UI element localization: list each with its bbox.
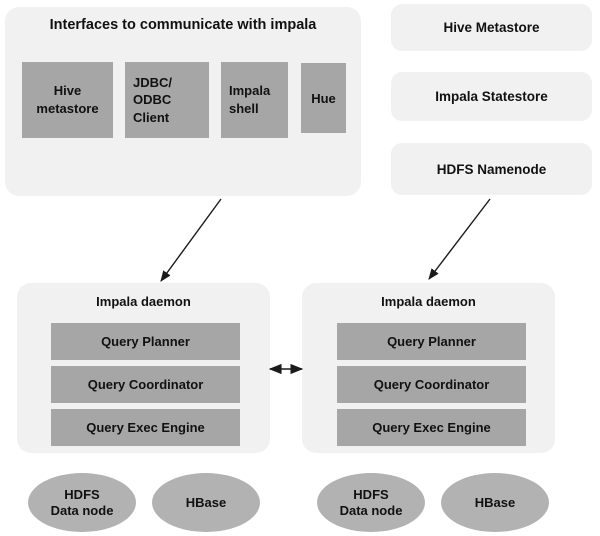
service-hdfs-namenode-label: HDFS Namenode <box>436 161 547 177</box>
interface-box-hue[interactable]: Hue <box>301 63 346 133</box>
storage-hbase-right[interactable]: HBase <box>441 473 549 532</box>
storage-hdfs-data-node-right-line2: Data node <box>339 502 403 518</box>
service-impala-statestore-label: Impala Statestore <box>435 89 548 104</box>
arrow-interfaces-to-left-daemon <box>160 198 222 282</box>
interface-box-impala-shell[interactable]: Impala shell <box>221 62 288 138</box>
daemon-left-query-planner[interactable]: Query Planner <box>51 323 240 360</box>
service-hdfs-namenode[interactable]: HDFS Namenode <box>391 143 592 195</box>
daemon-right-query-coordinator[interactable]: Query Coordinator <box>337 366 526 403</box>
service-hive-metastore-label: Hive Metastore <box>443 20 540 35</box>
storage-hbase-right-label: HBase <box>474 494 516 510</box>
interface-box-hue-label: Hue <box>311 90 336 106</box>
daemon-left-query-coordinator-label: Query Coordinator <box>87 377 204 392</box>
daemon-left-query-exec-engine[interactable]: Query Exec Engine <box>51 409 240 446</box>
daemon-right-query-exec-engine-label: Query Exec Engine <box>372 420 491 435</box>
interface-box-hive-metastore[interactable]: Hive metastore <box>22 62 113 138</box>
daemon-right-query-planner-label: Query Planner <box>387 334 476 349</box>
interface-box-jdbc-odbc-client-line1: JDBC/ <box>133 74 173 90</box>
storage-hdfs-data-node-left[interactable]: HDFS Data node <box>28 473 136 532</box>
daemon-right-query-coordinator-label: Query Coordinator <box>373 377 490 392</box>
daemon-left-query-planner-label: Query Planner <box>101 334 190 349</box>
interface-box-jdbc-odbc-client-line2: ODBC <box>133 92 172 108</box>
daemon-left-query-coordinator[interactable]: Query Coordinator <box>51 366 240 403</box>
daemon-right-query-exec-engine[interactable]: Query Exec Engine <box>337 409 526 446</box>
interface-box-impala-shell-line1: Impala <box>229 83 271 99</box>
impala-daemon-right-title: Impala daemon <box>381 294 476 309</box>
storage-hdfs-data-node-right[interactable]: HDFS Data node <box>317 473 425 532</box>
storage-hbase-left-label: HBase <box>185 494 227 510</box>
service-hive-metastore[interactable]: Hive Metastore <box>391 4 592 51</box>
interface-box-hive-metastore-line2: metastore <box>36 101 99 116</box>
storage-hdfs-data-node-left-line1: HDFS <box>64 487 100 503</box>
interface-box-impala-shell-line2: shell <box>229 101 259 116</box>
interface-box-hive-metastore-line1: Hive <box>53 83 82 99</box>
storage-hbase-left[interactable]: HBase <box>152 473 260 532</box>
impala-daemon-left-title: Impala daemon <box>96 294 191 309</box>
service-impala-statestore[interactable]: Impala Statestore <box>391 72 592 121</box>
daemon-right-query-planner[interactable]: Query Planner <box>337 323 526 360</box>
daemon-left-query-exec-engine-label: Query Exec Engine <box>86 420 205 435</box>
arrow-services-to-right-daemon <box>428 198 491 280</box>
interface-box-jdbc-odbc-client[interactable]: JDBC/ ODBC Client <box>125 62 209 138</box>
interfaces-panel-title: Interfaces to communicate with impala <box>49 17 317 33</box>
storage-hdfs-data-node-left-line2: Data node <box>50 502 114 518</box>
storage-hdfs-data-node-right-line1: HDFS <box>353 487 389 503</box>
interface-box-jdbc-odbc-client-line3: Client <box>133 109 170 125</box>
